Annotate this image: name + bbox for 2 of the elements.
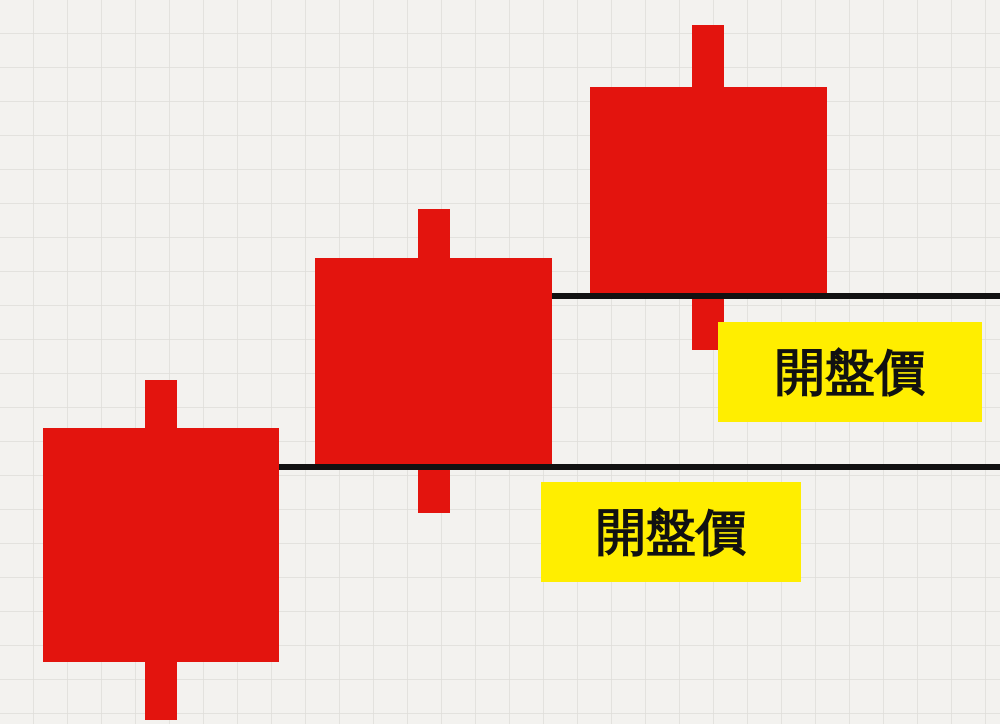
price-label: 開盤價 [718,322,982,422]
price-label: 開盤價 [541,482,801,582]
